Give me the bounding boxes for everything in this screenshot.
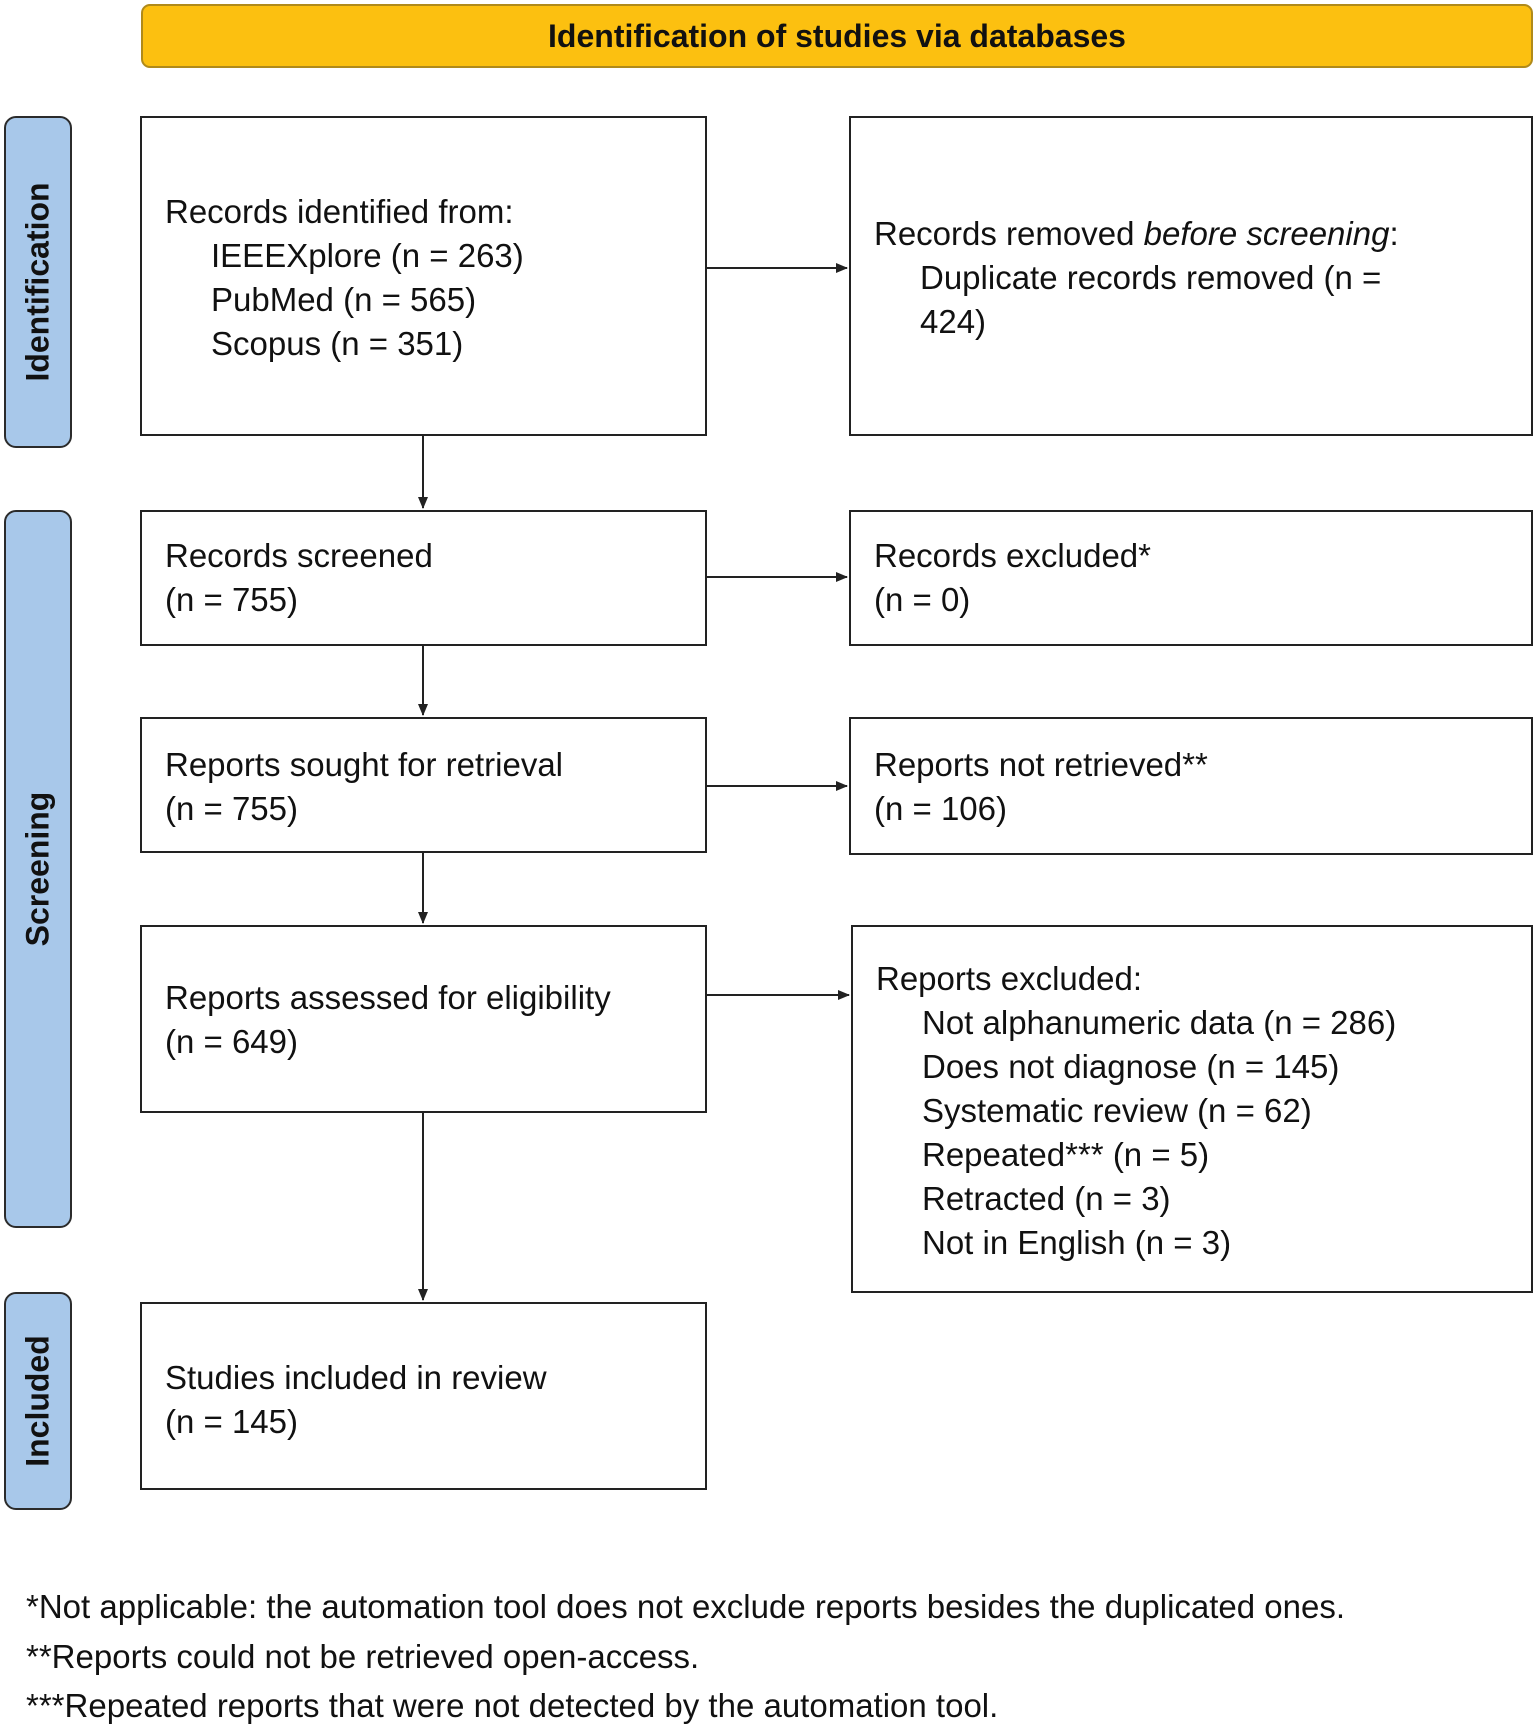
records-excluded-box: Records excluded* (n = 0) (849, 510, 1533, 646)
records-removed-heading-pre: Records removed (874, 215, 1144, 252)
reports-excluded-item: Does not diagnose (n = 145) (922, 1048, 1340, 1085)
records-removed-heading-post: : (1389, 215, 1399, 252)
studies-included-label: Studies included in review (165, 1359, 547, 1396)
phase-screening: Screening (4, 510, 72, 1228)
reports-excluded-item: Retracted (n = 3) (922, 1180, 1171, 1217)
records-screened-label: Records screened (165, 537, 433, 574)
reports-sought-label: Reports sought for retrieval (165, 746, 564, 783)
reports-excluded-item: Repeated*** (n = 5) (922, 1136, 1210, 1173)
reports-assessed-box: Reports assessed for eligibility (n = 64… (140, 925, 707, 1113)
reports-assessed-count: (n = 649) (165, 1023, 298, 1060)
records-identified-item: IEEEXplore (n = 263) (211, 237, 524, 274)
section-header: Identification of studies via databases (141, 4, 1533, 68)
reports-excluded-box: Reports excluded: Not alphanumeric data … (851, 925, 1533, 1293)
reports-sought-count: (n = 755) (165, 790, 298, 827)
records-identified-item: Scopus (n = 351) (211, 325, 464, 362)
records-screened-box: Records screened (n = 755) (140, 510, 707, 646)
records-identified-heading: Records identified from: (165, 193, 514, 230)
records-screened-count: (n = 755) (165, 581, 298, 618)
reports-excluded-heading: Reports excluded: (876, 960, 1142, 997)
reports-not-retrieved-box: Reports not retrieved** (n = 106) (849, 717, 1533, 855)
reports-assessed-label: Reports assessed for eligibility (165, 979, 611, 1016)
records-removed-item: Duplicate records removed (n = (920, 259, 1382, 296)
reports-not-retrieved-label: Reports not retrieved** (874, 746, 1208, 783)
reports-excluded-item: Systematic review (n = 62) (922, 1092, 1312, 1129)
footnote: ***Repeated reports that were not detect… (26, 1687, 999, 1724)
records-removed-heading-em: before screening (1143, 215, 1390, 252)
records-removed-box: Records removed before screening: Duplic… (849, 116, 1533, 436)
footnote: *Not applicable: the automation tool doe… (26, 1588, 1346, 1625)
phase-identification: Identification (4, 116, 72, 448)
studies-included-count: (n = 145) (165, 1403, 298, 1440)
studies-included-box: Studies included in review (n = 145) (140, 1302, 707, 1490)
reports-excluded-item: Not alphanumeric data (n = 286) (922, 1004, 1397, 1041)
records-excluded-label: Records excluded* (874, 537, 1151, 574)
records-removed-heading: Records removed before screening: (874, 212, 1521, 256)
records-removed-item: 424) (920, 303, 987, 340)
records-identified-item: PubMed (n = 565) (211, 281, 477, 318)
phase-included: Included (4, 1292, 72, 1510)
reports-sought-box: Reports sought for retrieval (n = 755) (140, 717, 707, 853)
records-identified-box: Records identified from: IEEEXplore (n =… (140, 116, 707, 436)
reports-not-retrieved-count: (n = 106) (874, 790, 1007, 827)
records-excluded-count: (n = 0) (874, 581, 971, 618)
reports-excluded-item: Not in English (n = 3) (922, 1224, 1232, 1261)
header-title: Identification of studies via databases (548, 17, 1126, 54)
footnote: **Reports could not be retrieved open-ac… (26, 1638, 700, 1675)
